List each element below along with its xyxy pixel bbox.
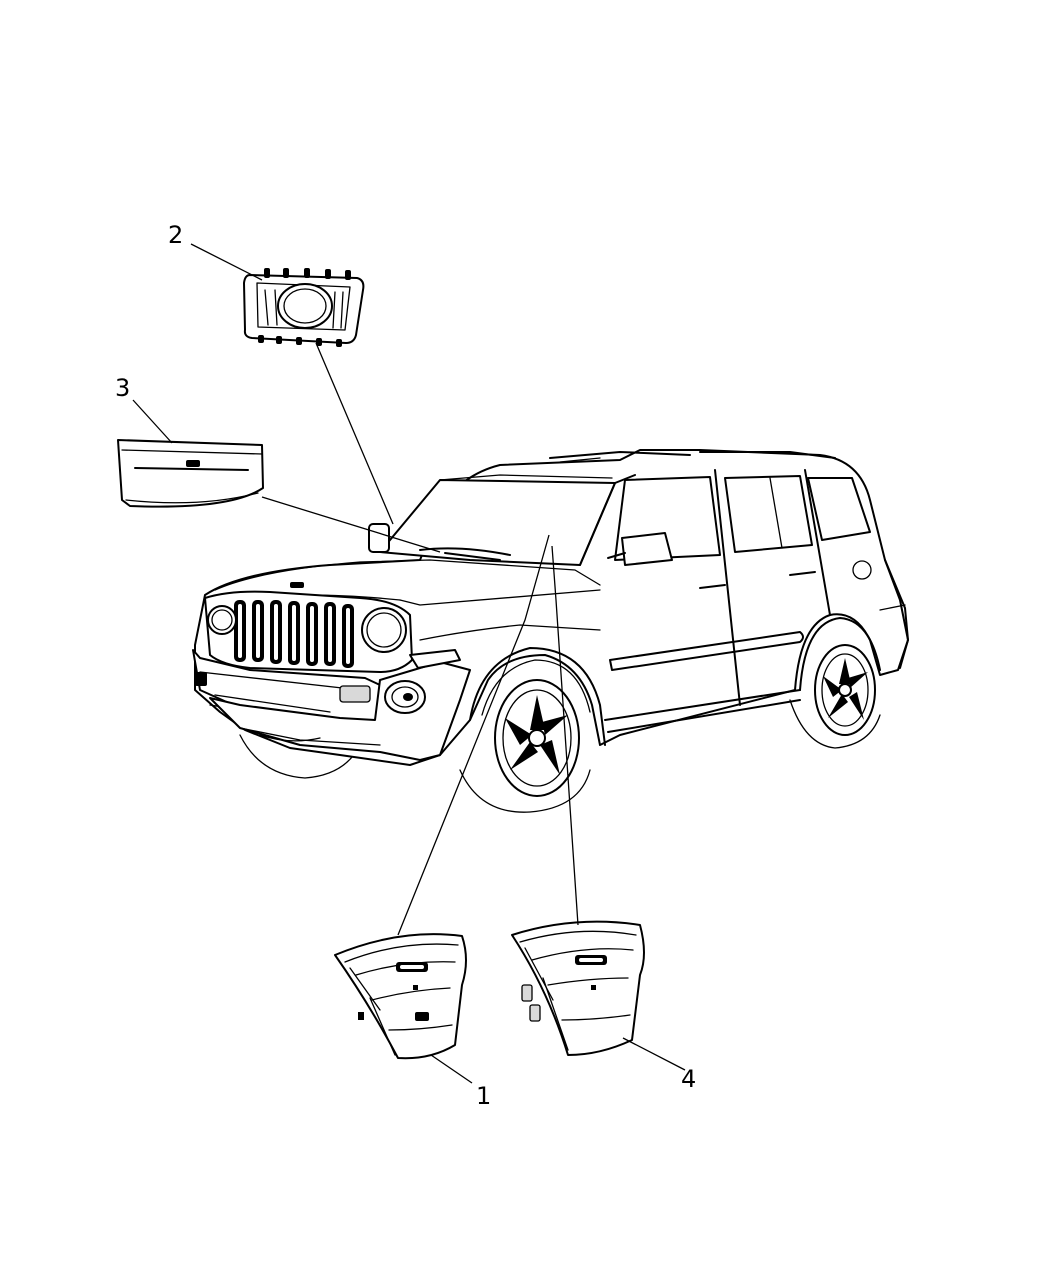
leader-lines: [132, 243, 686, 1084]
callout-2: 2: [168, 221, 183, 249]
driver-airbag-module-icon: [334, 933, 467, 1060]
occupant-classification-camera-icon: [243, 268, 365, 347]
callout-4: 4: [681, 1065, 696, 1093]
callout-3: 3: [115, 374, 130, 402]
passenger-airbag-cover-icon: [117, 439, 264, 508]
suv-vehicle-icon: [192, 449, 909, 813]
callout-1: 1: [476, 1082, 491, 1110]
driver-airbag-module-with-controls-icon: [511, 920, 645, 1056]
